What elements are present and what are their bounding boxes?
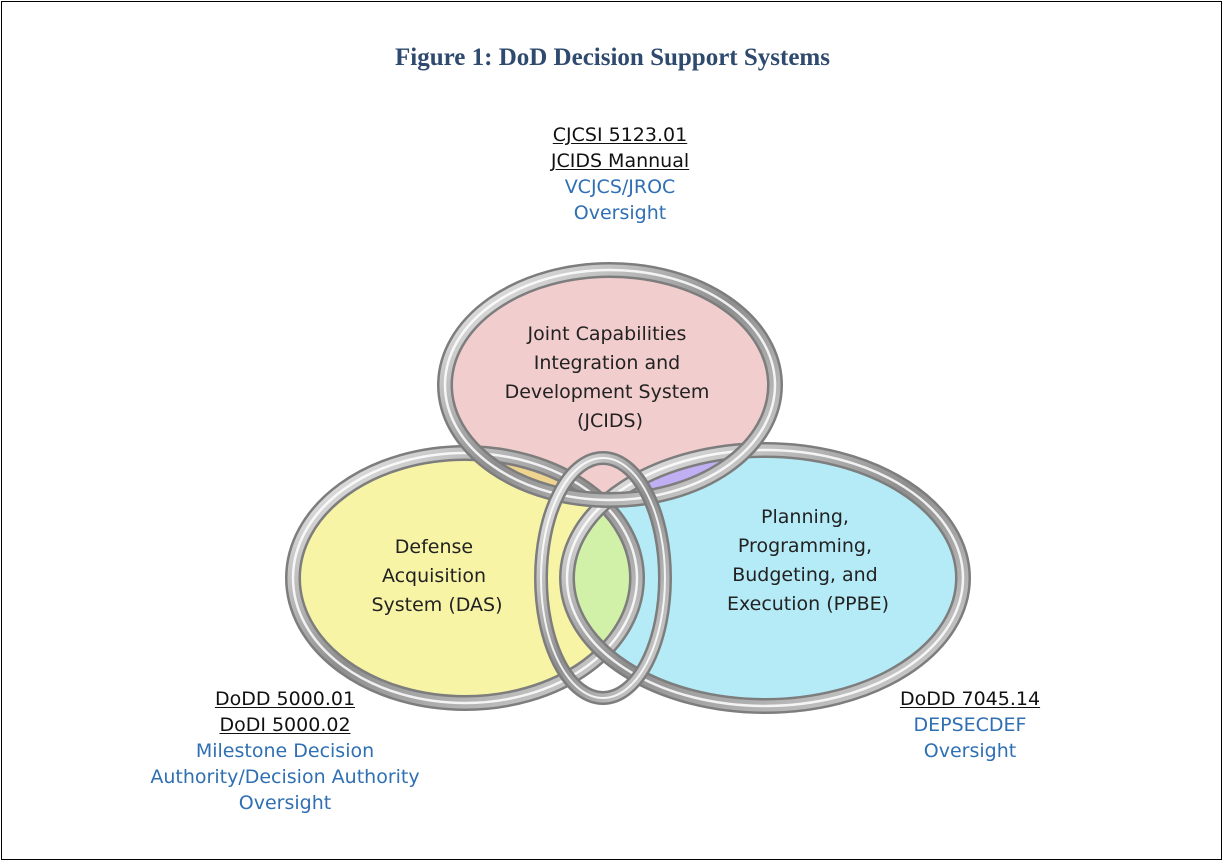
das-oversight-2: Authority/Decision Authority (150, 766, 420, 788)
das-line-2: Acquisition (382, 565, 486, 587)
ppbe-ring (559, 442, 971, 714)
ppbe-line-3: Budgeting, and (732, 564, 878, 586)
jcids-ref-1: CJCSI 5123.01 (552, 124, 688, 146)
ppbe-circle-text: Planning, Programming, Budgeting, and Ex… (727, 506, 889, 615)
jcids-ring (437, 262, 783, 508)
jcids-line-1: Joint Capabilities (527, 323, 687, 345)
jcids-line-2: Integration and (534, 352, 680, 374)
jcids-circle-text: Joint Capabilities Integration and Devel… (505, 323, 716, 432)
ppbe-oversight-2: Oversight (923, 740, 1017, 762)
jcids-oversight-2: Oversight (573, 202, 667, 224)
das-circle-text: Defense Acquisition System (DAS) (371, 536, 502, 616)
das-reference-label: DoDD 5000.01 DoDI 5000.02 Milestone Deci… (120, 686, 450, 816)
jcids-circle-fill (445, 270, 775, 500)
das-ref-2: DoDI 5000.02 (219, 714, 351, 736)
jcids-oversight-1: VCJCS/JROC (564, 176, 676, 198)
das-line-1: Defense (395, 536, 473, 558)
ppbe-ref-1: DoDD 7045.14 (899, 688, 1041, 710)
das-oversight-1: Milestone Decision (195, 740, 375, 762)
jcids-reference-label: CJCSI 5123.01 JCIDS Mannual VCJCS/JROC O… (470, 122, 770, 226)
figure-title: Figure 1: DoD Decision Support Systems (395, 44, 830, 71)
das-oversight-3: Oversight (238, 792, 332, 814)
ppbe-line-2: Programming, (738, 535, 872, 557)
das-ring (285, 445, 645, 711)
das-ref-1: DoDD 5000.01 (214, 688, 356, 710)
jcids-line-3: Development System (505, 381, 710, 403)
ppbe-line-1: Planning, (761, 506, 849, 528)
jcids-line-4: (JCIDS) (577, 410, 643, 432)
center-link-ring (534, 451, 672, 705)
ppbe-line-4: Execution (PPBE) (727, 593, 889, 615)
das-line-3: System (DAS) (371, 594, 502, 616)
ppbe-oversight-1: DEPSECDEF (913, 714, 1027, 736)
jcids-ref-2: JCIDS Mannual (550, 150, 690, 172)
ppbe-reference-label: DoDD 7045.14 DEPSECDEF Oversight (840, 686, 1100, 764)
ppbe-circle-fill (567, 450, 963, 706)
